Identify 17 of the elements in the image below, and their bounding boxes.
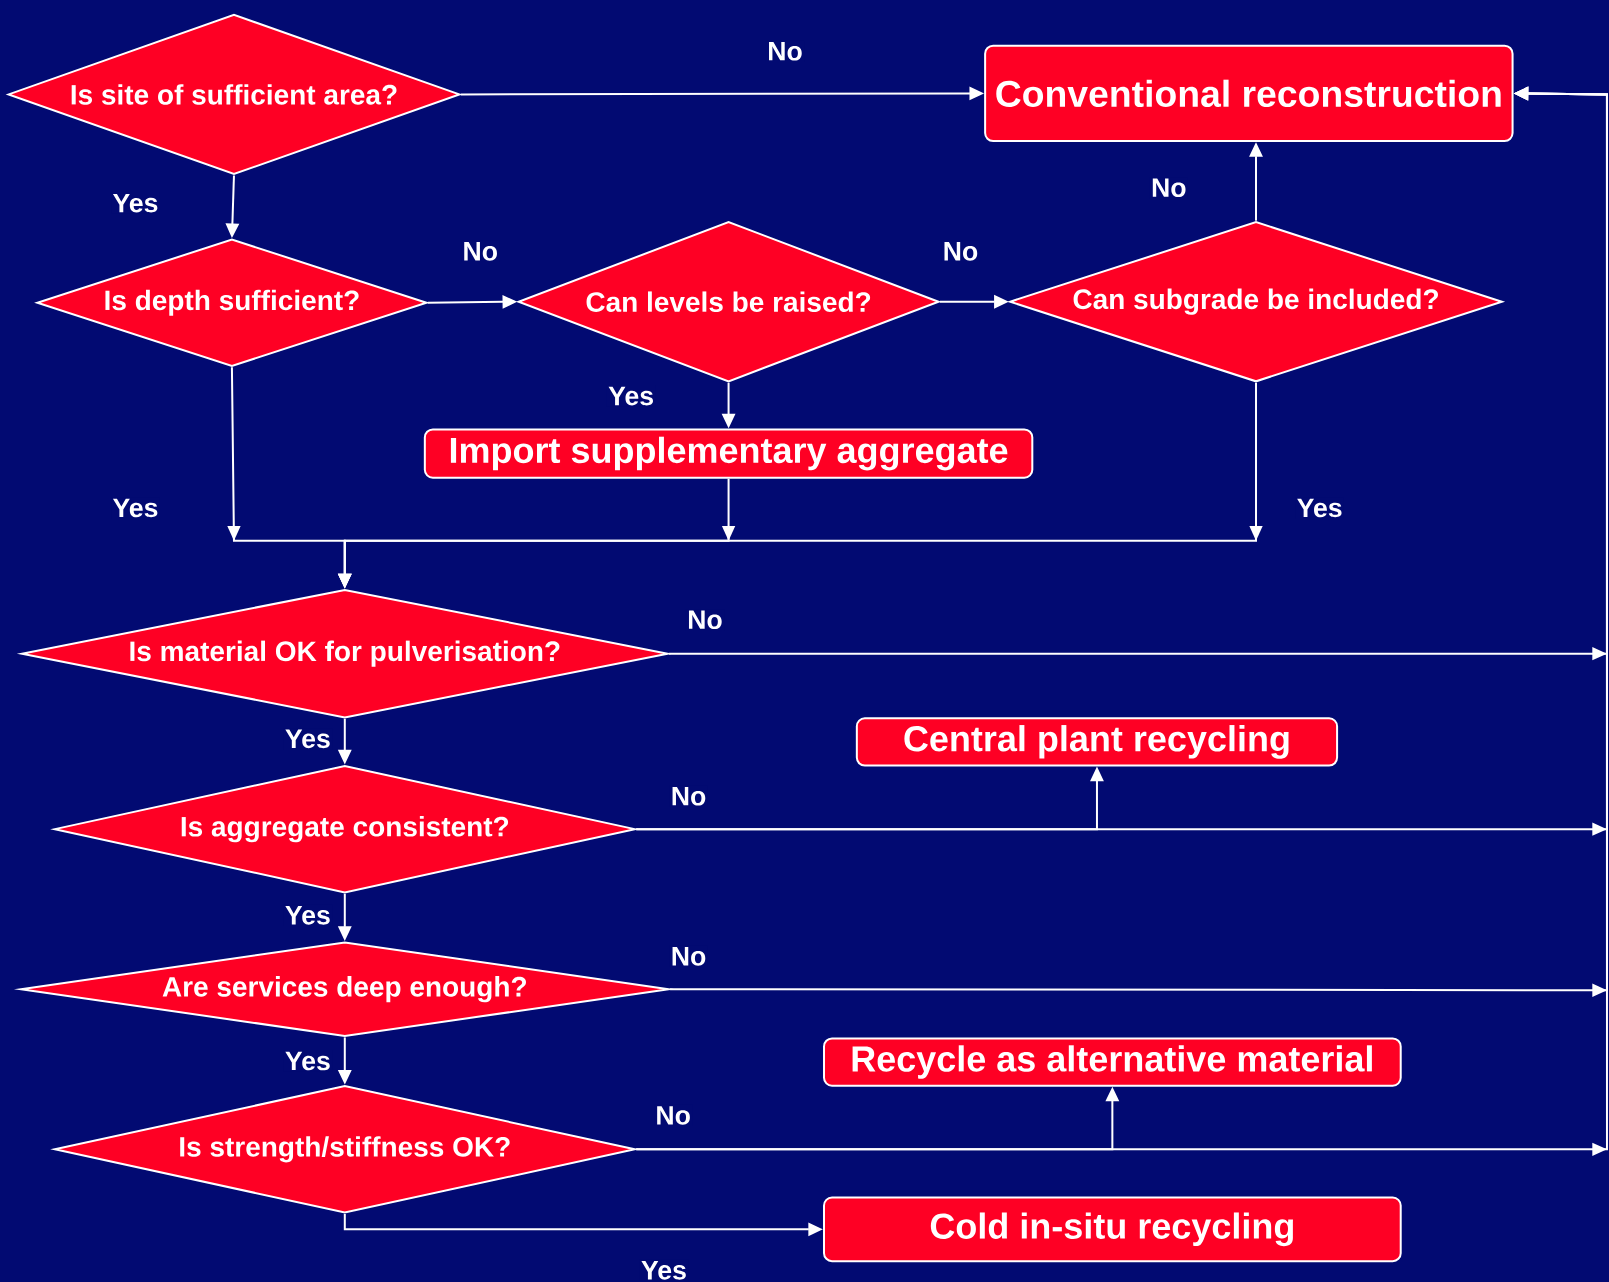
edge-label: Yes (283, 1050, 333, 1072)
edge-label: Yes (606, 385, 656, 407)
edge-label: Yes (111, 192, 160, 214)
edge-label: No (941, 240, 980, 263)
edge-label: No (654, 1104, 693, 1127)
process-box: Conventional reconstruction (984, 44, 1514, 143)
process-box: Recycle as alternative material (823, 1037, 1402, 1087)
edge-label: No (669, 785, 708, 807)
edge-label: No (1149, 177, 1188, 199)
process-box: Central plant recycling (855, 717, 1339, 767)
process-box: Import supplementary aggregate (423, 428, 1034, 479)
edge-label: No (461, 240, 500, 263)
edge-label: No (685, 609, 725, 631)
edge-label: Yes (283, 728, 333, 750)
process-box: Cold in-situ recycling (823, 1196, 1402, 1263)
edge-label: Yes (111, 497, 160, 519)
edge-label: Yes (1295, 497, 1344, 519)
